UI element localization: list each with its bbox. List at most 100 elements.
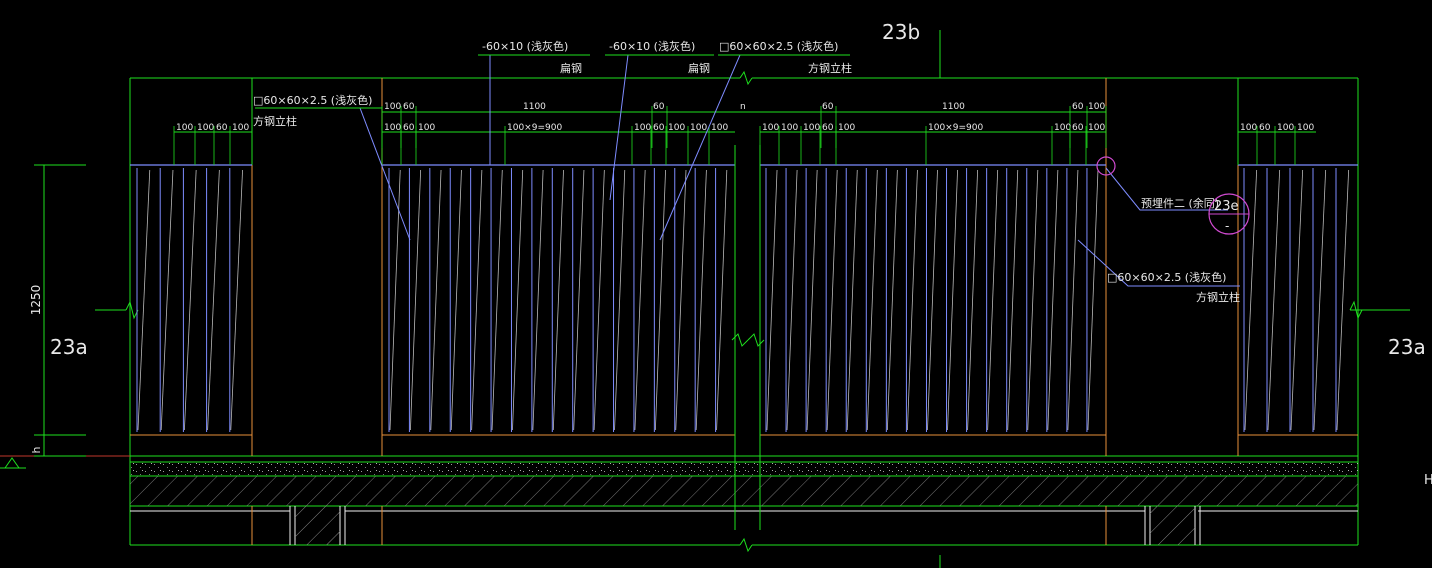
break-symbols — [95, 300, 1410, 347]
post-right-name: 方钢立柱 — [1196, 290, 1240, 304]
picket-shade — [512, 169, 524, 431]
picket-shade — [907, 169, 918, 431]
dim-label-center-left: 100 — [690, 123, 707, 133]
dim-label-center-right: 100 — [803, 123, 820, 133]
picket-shade — [450, 169, 462, 431]
dim-label-center-right: 100 — [762, 123, 779, 133]
picket-shade — [614, 169, 626, 431]
gravel-band — [130, 462, 1358, 476]
center-split — [734, 145, 761, 530]
dim-r1-60-mid-right: 60 — [822, 102, 834, 112]
section-label-left: 23a — [50, 335, 88, 359]
dim-label-right-panel: 100 — [1240, 123, 1257, 133]
dim-label-center-left: 100 — [384, 123, 401, 133]
dim-label-right-panel: 100 — [1297, 123, 1314, 133]
dim-label-center-right: 100×9=900 — [928, 123, 983, 133]
embed-note: 预埋件二 (余同) — [1141, 196, 1219, 210]
dim-label-center-right: 60 — [822, 123, 834, 133]
picket-shade — [716, 169, 728, 431]
picket-shade — [634, 169, 646, 431]
picket-shade — [1336, 169, 1350, 431]
dim-label-center-right: 100 — [838, 123, 855, 133]
picket-shade — [1087, 169, 1099, 431]
dim-h: h — [30, 446, 43, 453]
flat-bar-2-spec: -60×10 (浅灰色) — [609, 39, 695, 53]
dim-label-center-left: 60 — [653, 123, 665, 133]
picket-shade — [389, 169, 401, 431]
left-footing-hatch — [295, 506, 340, 545]
detail-ref-bottom: - — [1225, 219, 1229, 233]
dim-label-center-right: 100 — [781, 123, 798, 133]
edge-label-h: H — [1424, 473, 1432, 488]
section-label-top: 23b — [882, 20, 920, 44]
picket-shade — [987, 169, 999, 431]
picket-shade — [1313, 169, 1327, 431]
leader-underlines — [255, 54, 850, 109]
picket-shade — [967, 169, 979, 431]
picket-shade — [532, 169, 544, 431]
picket-shade — [471, 169, 483, 431]
leader-lines — [255, 54, 1240, 287]
fence-pickets — [136, 168, 1350, 432]
dim-label-center-left: 100 — [634, 123, 651, 133]
post-left-spec: □60×60×2.5 (浅灰色) — [253, 93, 372, 107]
dim-label-left-panel: 60 — [216, 123, 228, 133]
picket-shade — [786, 169, 798, 431]
picket-shade — [1007, 169, 1019, 431]
dim-label-center-left: 100 — [668, 123, 685, 133]
picket-shade — [654, 169, 666, 431]
picket-shade — [866, 169, 878, 431]
picket-shade — [695, 169, 707, 431]
picket-shade — [886, 169, 898, 431]
post-top-spec: □60×60×2.5 (浅灰色) — [719, 39, 838, 53]
dim-r1-100-right: 100 — [1088, 102, 1105, 112]
section-label-right: 23a — [1388, 335, 1426, 359]
flat-bar-1-spec: -60×10 (浅灰色) — [482, 39, 568, 53]
picket-shade — [1067, 169, 1079, 431]
concrete-band — [130, 476, 1358, 506]
picket-shade — [675, 169, 687, 431]
dim-r1-100-left: 100 — [384, 102, 401, 112]
dim-label-center-left: 100 — [418, 123, 435, 133]
dim-label-center-right: 100 — [1088, 123, 1105, 133]
dim-r1-1100-right: 1100 — [942, 102, 965, 112]
detail-ref-top: 23e — [1214, 199, 1239, 214]
post-right-spec: □60×60×2.5 (浅灰色) — [1107, 270, 1226, 284]
dim-label-center-left: 60 — [403, 123, 415, 133]
dim-r1-60-mid-left: 60 — [653, 102, 665, 112]
foundation-walls — [289, 506, 1201, 545]
picket-shade — [160, 169, 174, 431]
dim-label-left-panel: 100 — [197, 123, 214, 133]
picket-shade — [410, 169, 422, 431]
flat-bar-2-name: 扁钢 — [688, 62, 710, 75]
picket-shade — [826, 169, 838, 431]
dim-label-center-left: 100×9=900 — [507, 123, 562, 133]
level-marker — [4, 457, 20, 469]
dim-label-center-right: 100 — [1054, 123, 1071, 133]
picket-shade — [552, 169, 564, 431]
picket-shade — [846, 169, 858, 431]
dim-r1-n: n — [740, 102, 746, 112]
picket-shade — [491, 169, 503, 431]
picket-shade — [430, 169, 442, 431]
picket-shade — [947, 169, 958, 431]
dimension-lines — [174, 111, 1316, 133]
picket-shade — [573, 169, 585, 431]
right-footing-hatch — [1150, 506, 1195, 545]
dim-r1-1100-left: 1100 — [523, 102, 546, 112]
picket-shade — [137, 169, 151, 431]
embed-marker-circle — [1096, 156, 1116, 176]
picket-shade — [766, 169, 778, 431]
flat-bar-1-name: 扁钢 — [560, 62, 582, 75]
picket-shade — [593, 169, 605, 431]
picket-shade — [230, 169, 243, 431]
picket-shade — [927, 169, 938, 431]
post-left-name: 方钢立柱 — [253, 114, 297, 128]
dim-label-center-left: 100 — [711, 123, 728, 133]
dim-height-1250: 1250 — [29, 285, 43, 316]
dim-r1-60-left: 60 — [403, 102, 415, 112]
vertical-dimension — [34, 164, 86, 457]
picket-shade — [1244, 169, 1258, 431]
